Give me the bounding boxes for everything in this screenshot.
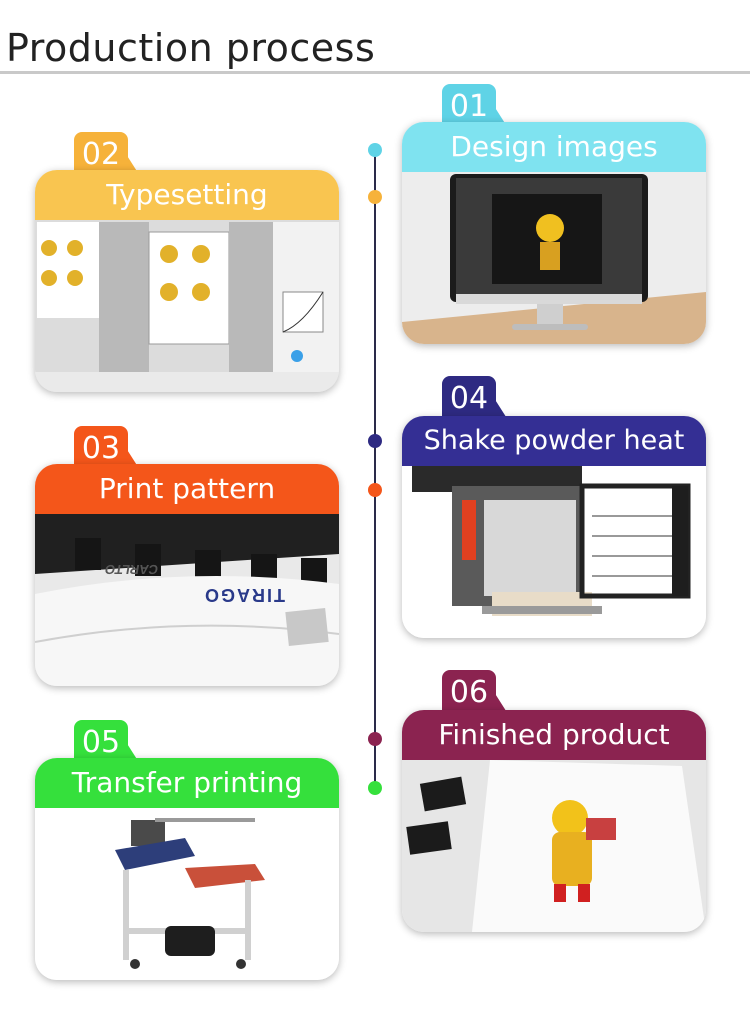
step-label-03: Print pattern <box>35 464 339 514</box>
timeline-dot-01 <box>368 143 382 157</box>
printer-brand-right: TIRAGO <box>203 585 285 605</box>
step-card-02: Typesetting <box>35 170 339 392</box>
step-card-04: Shake powder heat <box>402 416 706 638</box>
step-label-02: Typesetting <box>35 170 339 220</box>
step-card-01: Design images <box>402 122 706 344</box>
step-label-04: Shake powder heat <box>402 416 706 466</box>
title-divider <box>0 71 750 74</box>
page-title: Production process <box>6 26 376 70</box>
timeline-dot-03 <box>368 483 382 497</box>
step-card-06: Finished product <box>402 710 706 932</box>
step-number-05: 05 <box>74 720 140 764</box>
step-number-01: 01 <box>442 84 508 128</box>
step-number-06: 06 <box>442 670 508 714</box>
step-number-03: 03 <box>74 426 140 470</box>
step-card-03: Print pattern CARLTO TIRAGO <box>35 464 339 686</box>
step-number-02: 02 <box>74 132 140 176</box>
printer-brand-left: CARLTO <box>103 562 160 577</box>
typesetting-software-screen <box>35 220 339 392</box>
timeline-dot-02 <box>368 190 382 204</box>
printer-print-head: CARLTO TIRAGO <box>35 514 339 686</box>
timeline-dot-05 <box>368 781 382 795</box>
timeline-line <box>374 150 376 788</box>
powder-shaker-machine <box>402 466 706 638</box>
step-label-06: Finished product <box>402 710 706 760</box>
step-number-04: 04 <box>442 376 508 420</box>
step-label-01: Design images <box>402 122 706 172</box>
monitor-design-image <box>402 172 706 344</box>
step-label-05: Transfer printing <box>35 758 339 808</box>
timeline-dot-06 <box>368 732 382 746</box>
printed-t-shirt <box>402 760 706 932</box>
step-card-05: Transfer printing <box>35 758 339 980</box>
timeline-dot-04 <box>368 434 382 448</box>
heat-press-machine <box>35 808 339 980</box>
